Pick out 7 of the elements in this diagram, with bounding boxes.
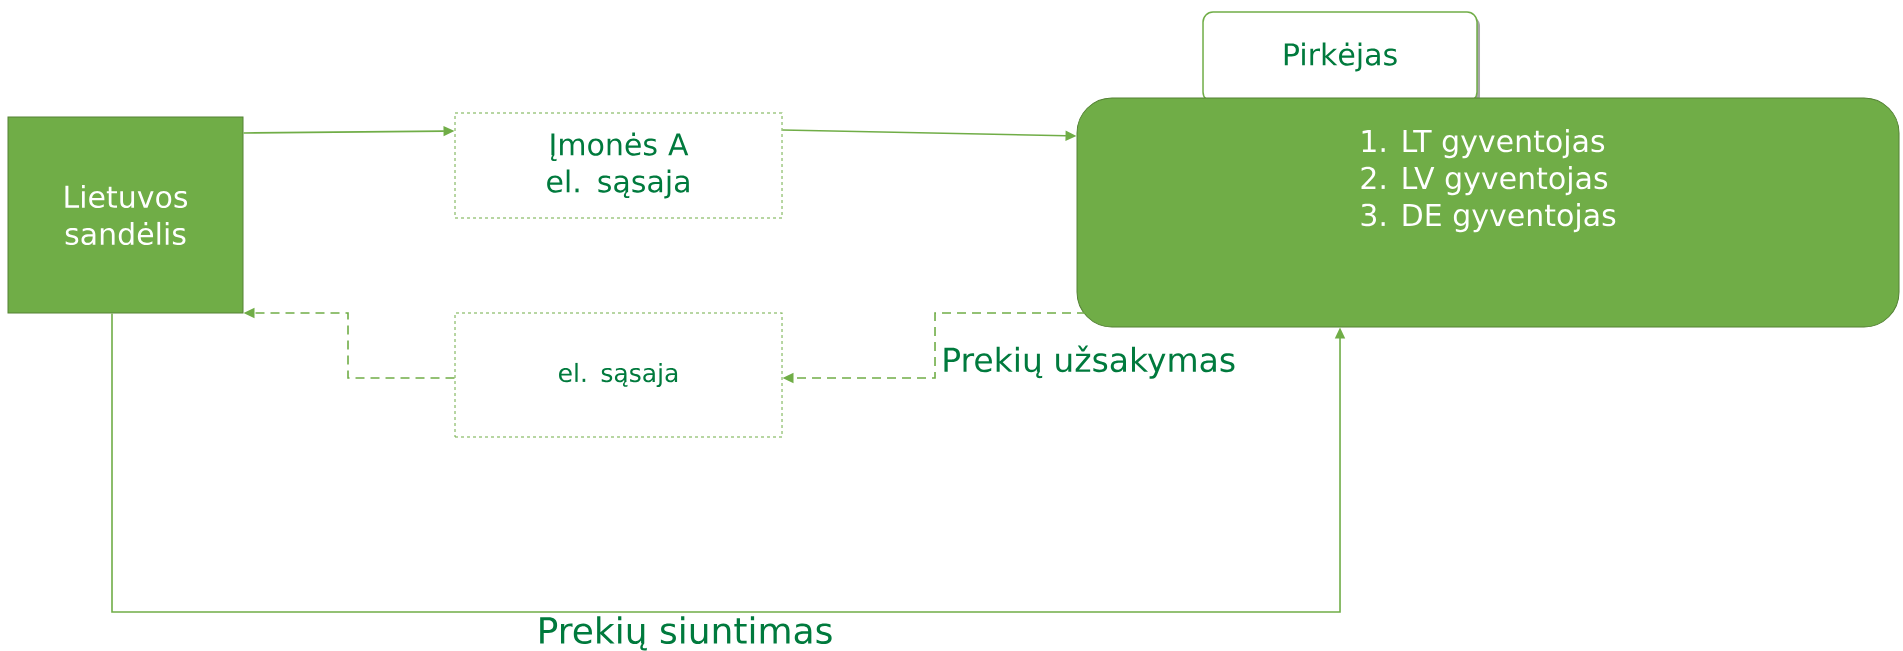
interface-box: el. sąsaja [454, 312, 783, 438]
buyer-box: Pirkėjas [1202, 11, 1480, 106]
interface-box: Įmonės A el. sąsaja [454, 112, 783, 219]
storage-box: Lietuvos sandėlis [7, 116, 244, 314]
edge-label: Prekių užsakymas [944, 345, 1235, 379]
buyer-list-box: 1. LT gyventojas 2. LV gyventojas 3. DE gyventojas [1076, 97, 1900, 328]
edge-label: Prekių siuntimas [540, 616, 832, 651]
